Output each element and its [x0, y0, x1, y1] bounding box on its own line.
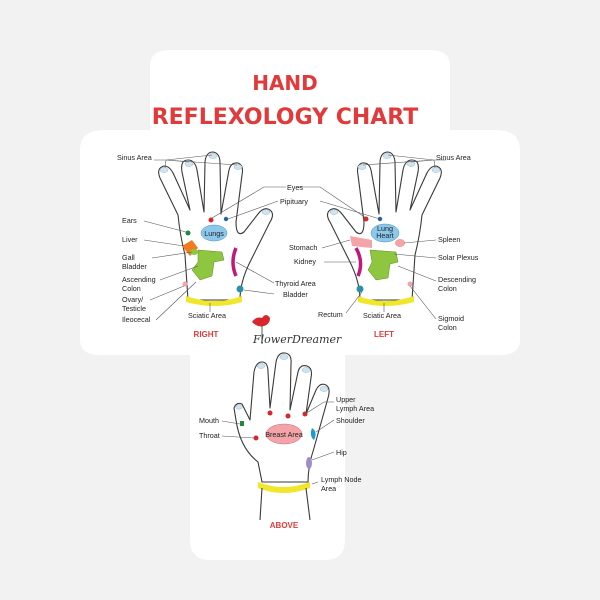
brand-name: FlowerDreamer	[252, 333, 342, 346]
label-upper: Upper	[336, 395, 356, 404]
gall-bladder-zone	[190, 249, 198, 255]
heart-label: Heart	[376, 231, 394, 240]
nail	[235, 404, 243, 410]
label-shoulder: Shoulder	[336, 416, 365, 425]
sciatic-zone	[358, 296, 414, 306]
red-point	[363, 216, 369, 222]
leader-lines	[143, 154, 446, 485]
label-sigmoid-colon: Colon	[438, 323, 457, 332]
sigmoid-point	[407, 281, 413, 287]
nail	[279, 354, 289, 360]
label-pipituary: Pipituary	[280, 197, 308, 206]
bladder-point	[236, 285, 244, 293]
nail	[431, 167, 441, 173]
red-point	[208, 217, 214, 223]
label-ovary: Ovary/	[122, 295, 143, 304]
caption-left: LEFT	[374, 330, 394, 339]
wrist-lines	[259, 487, 311, 521]
label-lymph-node-area: Area	[321, 484, 336, 493]
labels: Sinus Area Sinus Area Eyes Pipituary Ear…	[117, 153, 479, 493]
mouth-point	[240, 421, 244, 426]
colon-zone	[367, 249, 399, 281]
label-ascending: Ascending	[122, 275, 156, 284]
lungs-zone	[200, 224, 228, 242]
thyroid-zone	[231, 247, 238, 277]
label-spleen: Spleen	[438, 235, 460, 244]
nail	[159, 167, 169, 173]
hip-zone	[306, 457, 312, 469]
label-ears: Ears	[122, 216, 137, 225]
label-liver: Liver	[122, 235, 138, 244]
label-stomach: Stomach	[289, 243, 317, 252]
nail	[357, 164, 367, 170]
label-throat: Throat	[199, 431, 220, 440]
kidney-zone	[354, 247, 363, 277]
label-bladder-gall: Bladder	[122, 262, 147, 271]
sciatic-zone	[186, 296, 242, 306]
lung-heart-zone	[370, 223, 400, 243]
title-line-1: HAND	[252, 71, 318, 95]
label-sciatic-right: Sciatic Area	[188, 311, 226, 320]
label-sinus-right-hand: Sinus Area	[117, 153, 152, 162]
label-descending-colon: Colon	[438, 284, 457, 293]
breast-zone	[265, 423, 303, 445]
above-hand-outline	[233, 352, 330, 483]
ovary-point	[182, 281, 188, 287]
ears-point	[185, 230, 191, 236]
label-testicle: Testicle	[122, 304, 146, 313]
title-line-2: REFLEXOLOGY CHART	[152, 105, 419, 130]
nail	[301, 367, 311, 373]
spleen-zone	[395, 239, 405, 247]
label-sigmoid: Sigmoid	[438, 314, 464, 323]
nail	[382, 153, 392, 159]
label-sinus-left-hand: Sinus Area	[436, 153, 471, 162]
label-kidney: Kidney	[294, 257, 316, 266]
lymph-point	[285, 413, 291, 419]
brand-logo: FlowerDreamer	[252, 315, 342, 346]
nail	[256, 363, 266, 369]
label-eyes: Eyes	[287, 183, 303, 192]
bladder-point	[356, 285, 364, 293]
nail	[406, 161, 416, 167]
nail	[319, 386, 329, 392]
shoulder-zone	[310, 428, 316, 440]
nail	[184, 161, 194, 167]
label-sciatic-left: Sciatic Area	[363, 311, 401, 320]
lymph-node-zone	[258, 482, 310, 493]
label-bladder: Bladder	[283, 290, 308, 299]
left-hand: Lung Heart	[326, 151, 442, 306]
label-rectum: Rectum	[318, 310, 343, 319]
label-gall: Gall	[122, 253, 135, 262]
label-solar-plexus: Solar Plexus	[438, 253, 479, 262]
caption-above: ABOVE	[270, 521, 299, 530]
label-thyroid: Thyroid Area	[275, 279, 316, 288]
nail	[329, 209, 339, 215]
label-ascending-colon: Colon	[122, 284, 141, 293]
lymph-point	[267, 410, 273, 416]
above-hand: Breast Area	[233, 352, 330, 521]
label-lymph-node: Lymph Node	[321, 475, 362, 484]
lung-label: Lung	[377, 224, 393, 233]
pipituary-point	[223, 216, 229, 222]
label-hip: Hip	[336, 448, 347, 457]
lungs-label: Lungs	[204, 229, 224, 238]
stomach-zone	[350, 236, 372, 248]
nail	[208, 153, 218, 159]
right-hand: Lungs	[158, 151, 274, 306]
throat-point	[253, 435, 259, 441]
caption-right: RIGHT	[194, 330, 219, 339]
nail	[233, 164, 243, 170]
label-descending: Descending	[438, 275, 476, 284]
label-mouth: Mouth	[199, 416, 219, 425]
label-ileocecal: Ileocecal	[122, 315, 151, 324]
label-upper-lymph: Lymph Area	[336, 404, 374, 413]
flower-icon	[252, 315, 270, 327]
breast-label: Breast Area	[265, 430, 303, 439]
colon-zone	[191, 249, 225, 281]
nail	[261, 209, 271, 215]
